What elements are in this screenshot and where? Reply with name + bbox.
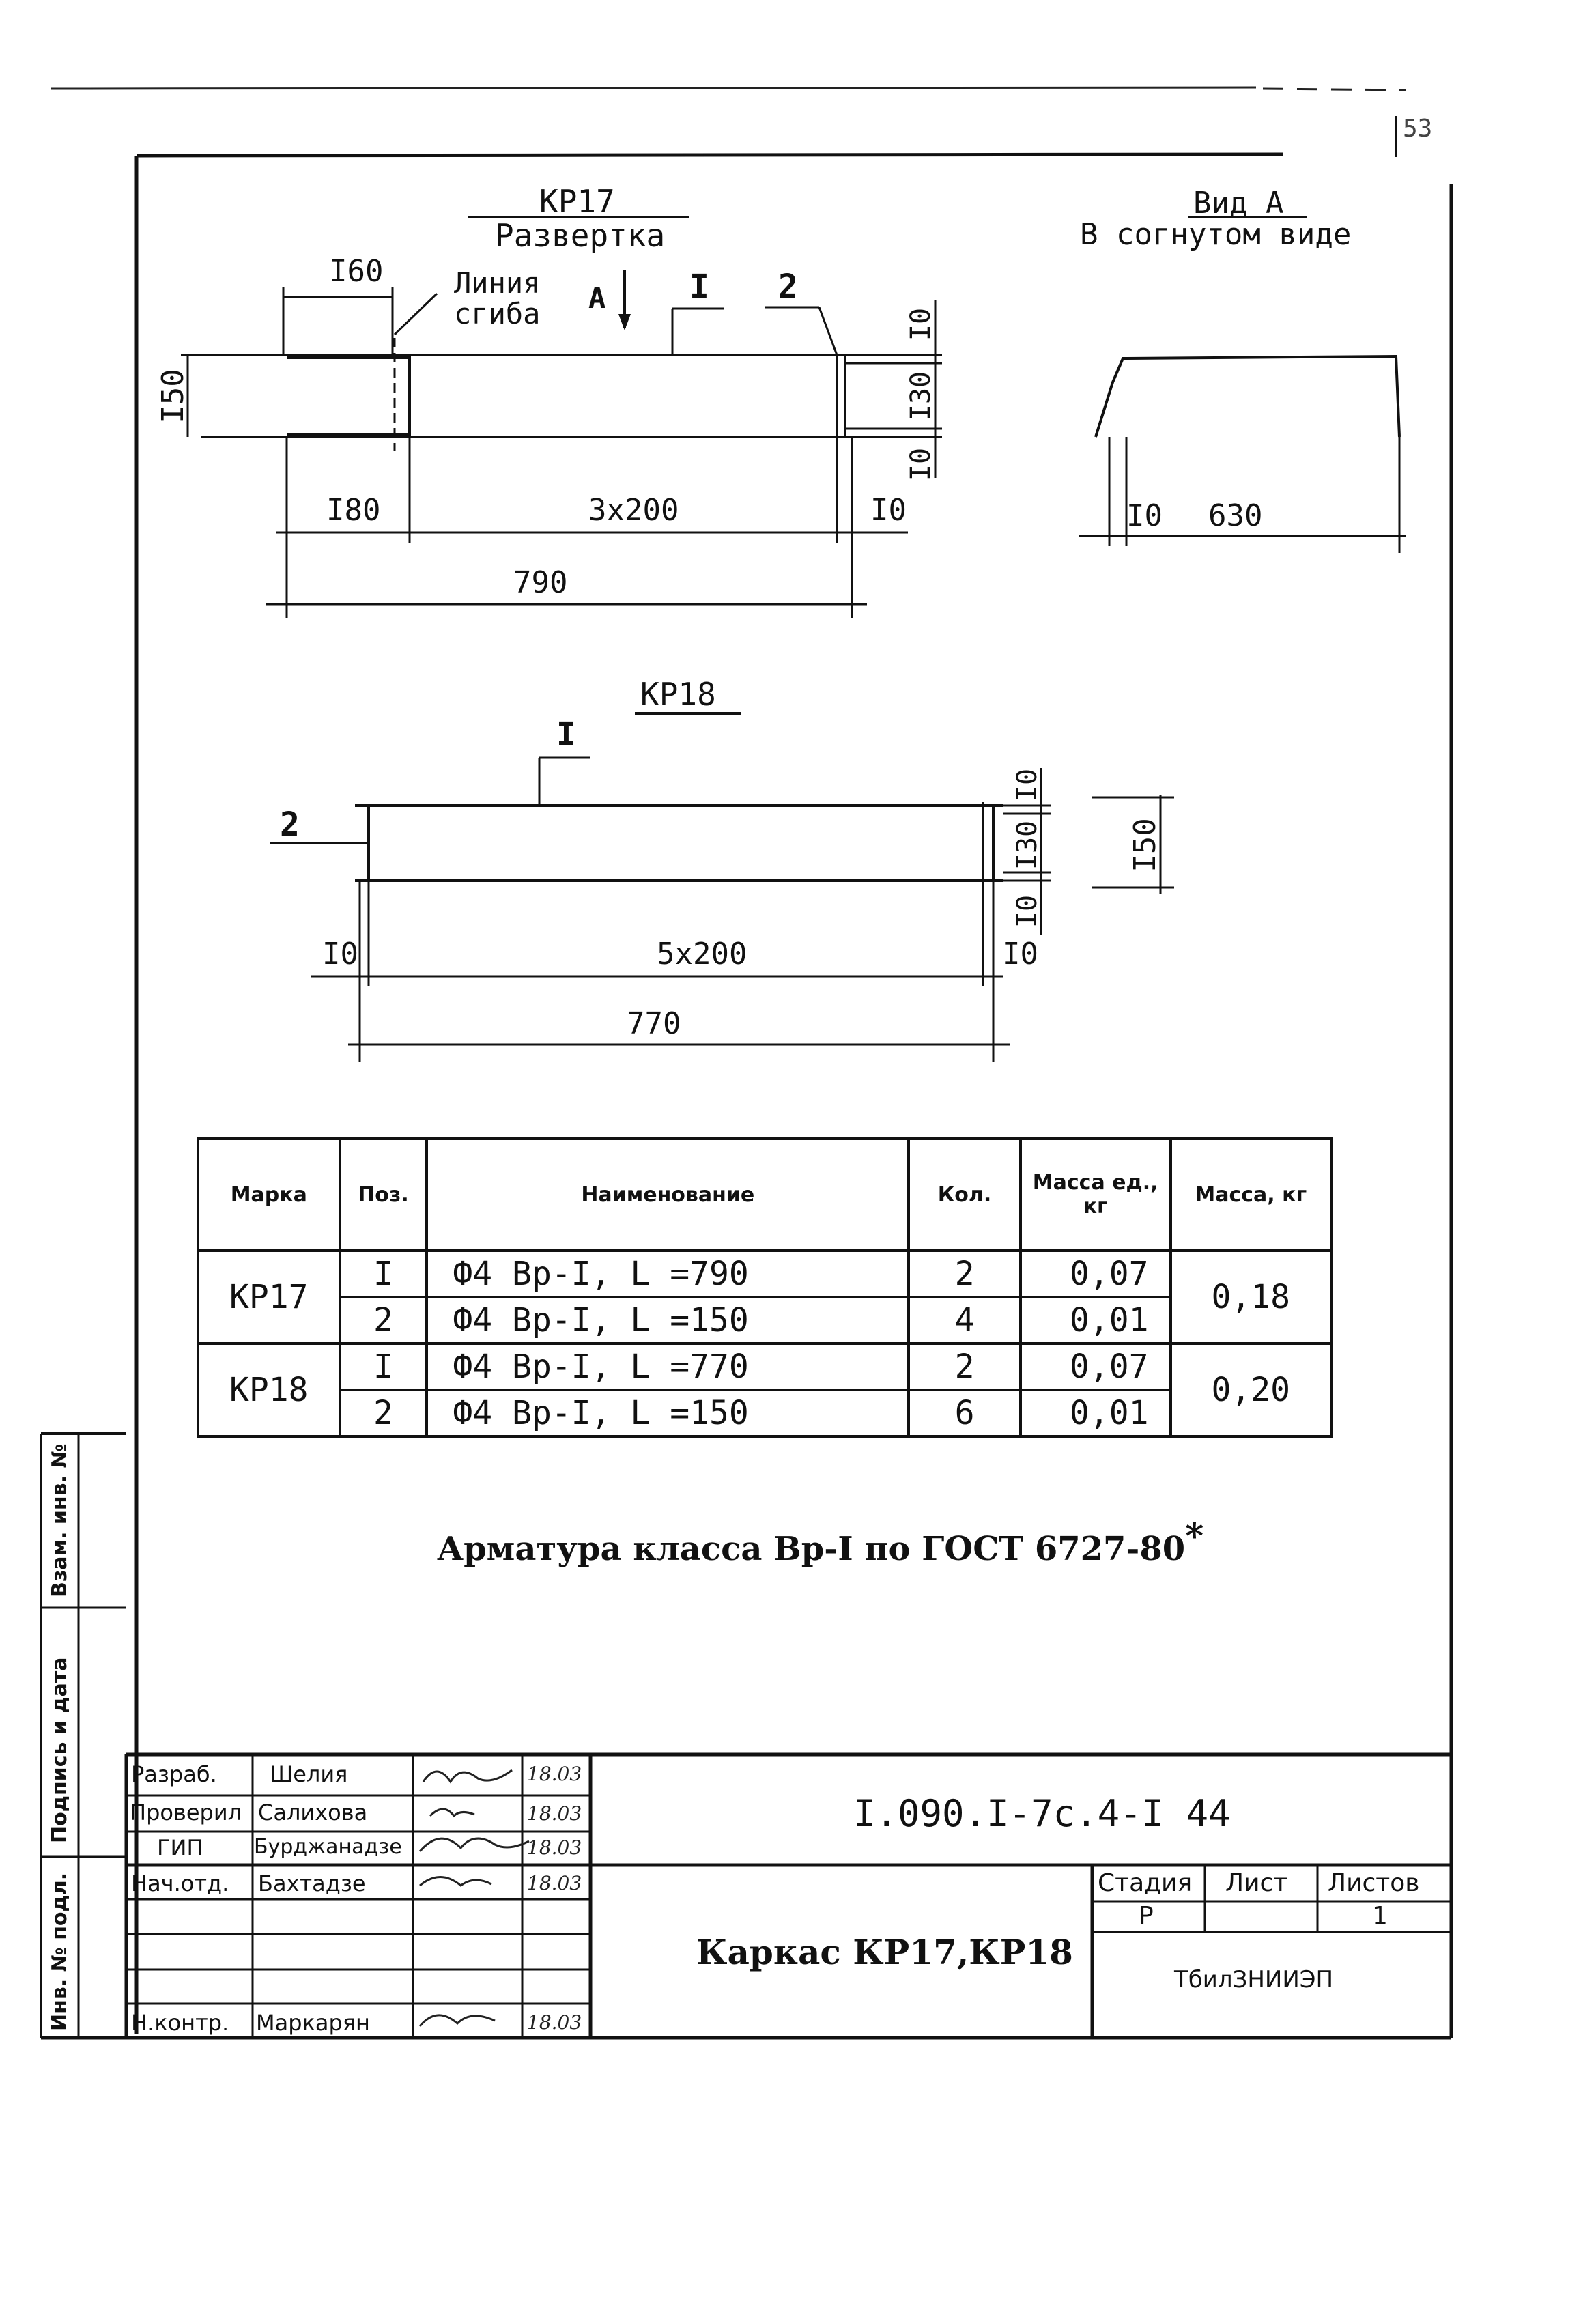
kr17-dim-10-top-text: I0 — [905, 308, 937, 341]
kr18-dim-10-bottom-text: I0 — [1012, 895, 1043, 928]
spec-pos: 2 — [338, 1296, 429, 1345]
kr17-pos1-label: I — [689, 268, 709, 306]
kr18-pos2-label: 2 — [280, 806, 300, 844]
kr18-dim-150-text: I50 — [1128, 818, 1163, 872]
kr18-dim-10-right: I0 — [1002, 937, 1038, 971]
organization: ТбилЗНИИЭП — [1174, 1966, 1334, 1993]
spec-qty: 4 — [907, 1296, 1022, 1345]
tb-role: ГИП — [157, 1835, 203, 1861]
kr18-dim-770: 770 — [627, 1006, 681, 1041]
spec-qty: 6 — [907, 1389, 1022, 1438]
signature-marks — [418, 1769, 530, 2027]
kr17-fold-line-label-2: сгиба — [454, 297, 541, 330]
kr17-title: КР17 — [539, 183, 615, 220]
tb-name: Маркарян — [256, 2010, 370, 2036]
tb-name: Бурджанадзе — [254, 1835, 402, 1859]
kr17-dim-160: I60 — [329, 254, 384, 289]
spec-name: Ф4 Вр-I, L =150 — [425, 1389, 911, 1438]
kr17-dim-10-bottom-text: I0 — [905, 448, 937, 481]
sheets-value: 1 — [1372, 1902, 1388, 1930]
spec-name: Ф4 Вр-I, L =150 — [425, 1296, 911, 1345]
spec-table: Марка Поз. Наименование Кол. Масса ед., … — [197, 1137, 1333, 1438]
kr18-dim-5x200: 5x200 — [657, 937, 747, 971]
tb-name: Бахтадзе — [258, 1871, 366, 1896]
side-vzam: Взам. инв. № — [48, 1443, 72, 1597]
kr18-dim-10-top-text: I0 — [1012, 769, 1043, 801]
stage-value: Р — [1139, 1902, 1154, 1930]
kr17-view-ref: А — [588, 281, 606, 315]
tb-role: Проверил — [130, 1800, 242, 1825]
spec-qty: 2 — [907, 1342, 1022, 1391]
tb-date: 18.03 — [527, 1763, 582, 1785]
stage-header: Стадия — [1098, 1869, 1193, 1897]
spec-pos: 2 — [338, 1389, 429, 1438]
tb-role: Разраб. — [131, 1761, 217, 1787]
tb-name: Шелия — [270, 1761, 348, 1787]
spec-header-qty: Кол. — [907, 1137, 1022, 1252]
view-a-dim-630: 630 — [1208, 498, 1263, 533]
kr17-fold-line-label-1: Линия — [454, 266, 541, 300]
doc-code: I.090.I-7с.4-I 44 — [853, 1792, 1231, 1835]
spec-unit-mass: 0,01 — [1018, 1389, 1172, 1438]
spec-group-mark: КР17 — [197, 1249, 341, 1345]
side-inv-podl: Инв. № подл. — [48, 1872, 72, 2031]
spec-header-mass: Масса, кг — [1169, 1137, 1333, 1252]
sheet-header: Лист — [1225, 1869, 1288, 1897]
tb-role: Нач.отд. — [131, 1871, 229, 1896]
tb-role: Н.контр. — [131, 2010, 229, 2036]
spec-name: Ф4 Вр-I, L =790 — [425, 1249, 911, 1298]
kr18-pos1-label: I — [556, 715, 576, 754]
tb-date: 18.03 — [527, 2011, 582, 2034]
view-a-drawing — [1079, 216, 1406, 553]
tb-date: 18.03 — [527, 1872, 582, 1894]
spec-name: Ф4 Вр-I, L =770 — [425, 1342, 911, 1391]
kr17-pos2-label: 2 — [778, 268, 798, 306]
doc-title: Каркас КР17,КР18 — [696, 1932, 1073, 1972]
sheets-header: Листов — [1328, 1869, 1420, 1897]
reinforcement-note-mark: * — [1185, 1516, 1204, 1557]
spec-header-pos: Поз. — [338, 1137, 429, 1252]
side-podpis: Подпись и дата — [48, 1657, 72, 1843]
kr17-dim-3x200: 3x200 — [588, 493, 679, 528]
spec-pos: I — [338, 1342, 429, 1391]
view-a-subtitle: В согнутом виде — [1080, 217, 1352, 252]
kr17-dim-180: I80 — [326, 493, 381, 528]
kr17-dim-10-right: I0 — [870, 493, 907, 528]
spec-unit-mass: 0,01 — [1018, 1296, 1172, 1345]
tb-date: 18.03 — [527, 1802, 582, 1825]
title-block-lines — [40, 1432, 1451, 2038]
spec-pos: I — [338, 1249, 429, 1298]
spec-header-name: Наименование — [425, 1137, 911, 1252]
view-a-title: Вид А — [1193, 186, 1284, 221]
kr17-dim-790: 790 — [513, 565, 568, 600]
spec-unit-mass: 0,07 — [1018, 1249, 1172, 1298]
spec-header-mark: Марка — [197, 1137, 341, 1252]
kr18-title: КР18 — [640, 676, 716, 713]
spec-group-mark: КР18 — [197, 1342, 341, 1438]
view-a-dim-10: I0 — [1126, 498, 1163, 533]
tb-name: Салихова — [258, 1800, 368, 1825]
kr18-dim-130-text: I30 — [1012, 821, 1043, 870]
kr18-drawing — [270, 712, 1174, 1062]
kr17-dim-130-text: I30 — [905, 371, 937, 421]
sheet-mark: 53 — [1403, 115, 1433, 143]
reinforcement-note-text: Арматура класса Вр-I по ГОСТ 6727-80 — [437, 1530, 1186, 1568]
spec-total-mass: 0,18 — [1169, 1249, 1333, 1345]
spec-qty: 2 — [907, 1249, 1022, 1298]
spec-header-unit-mass: Масса ед., кг — [1018, 1137, 1172, 1252]
tb-date: 18.03 — [527, 1836, 582, 1859]
reinforcement-note: Арматура класса Вр-I по ГОСТ 6727-80* — [437, 1516, 1256, 1568]
kr17-dim-150-text: I50 — [156, 369, 190, 423]
spec-total-mass: 0,20 — [1169, 1342, 1333, 1438]
kr18-dim-10-left: I0 — [322, 937, 358, 971]
kr17-subtitle: Развертка — [495, 217, 666, 254]
spec-unit-mass: 0,07 — [1018, 1342, 1172, 1391]
kr17-drawing — [181, 216, 942, 618]
